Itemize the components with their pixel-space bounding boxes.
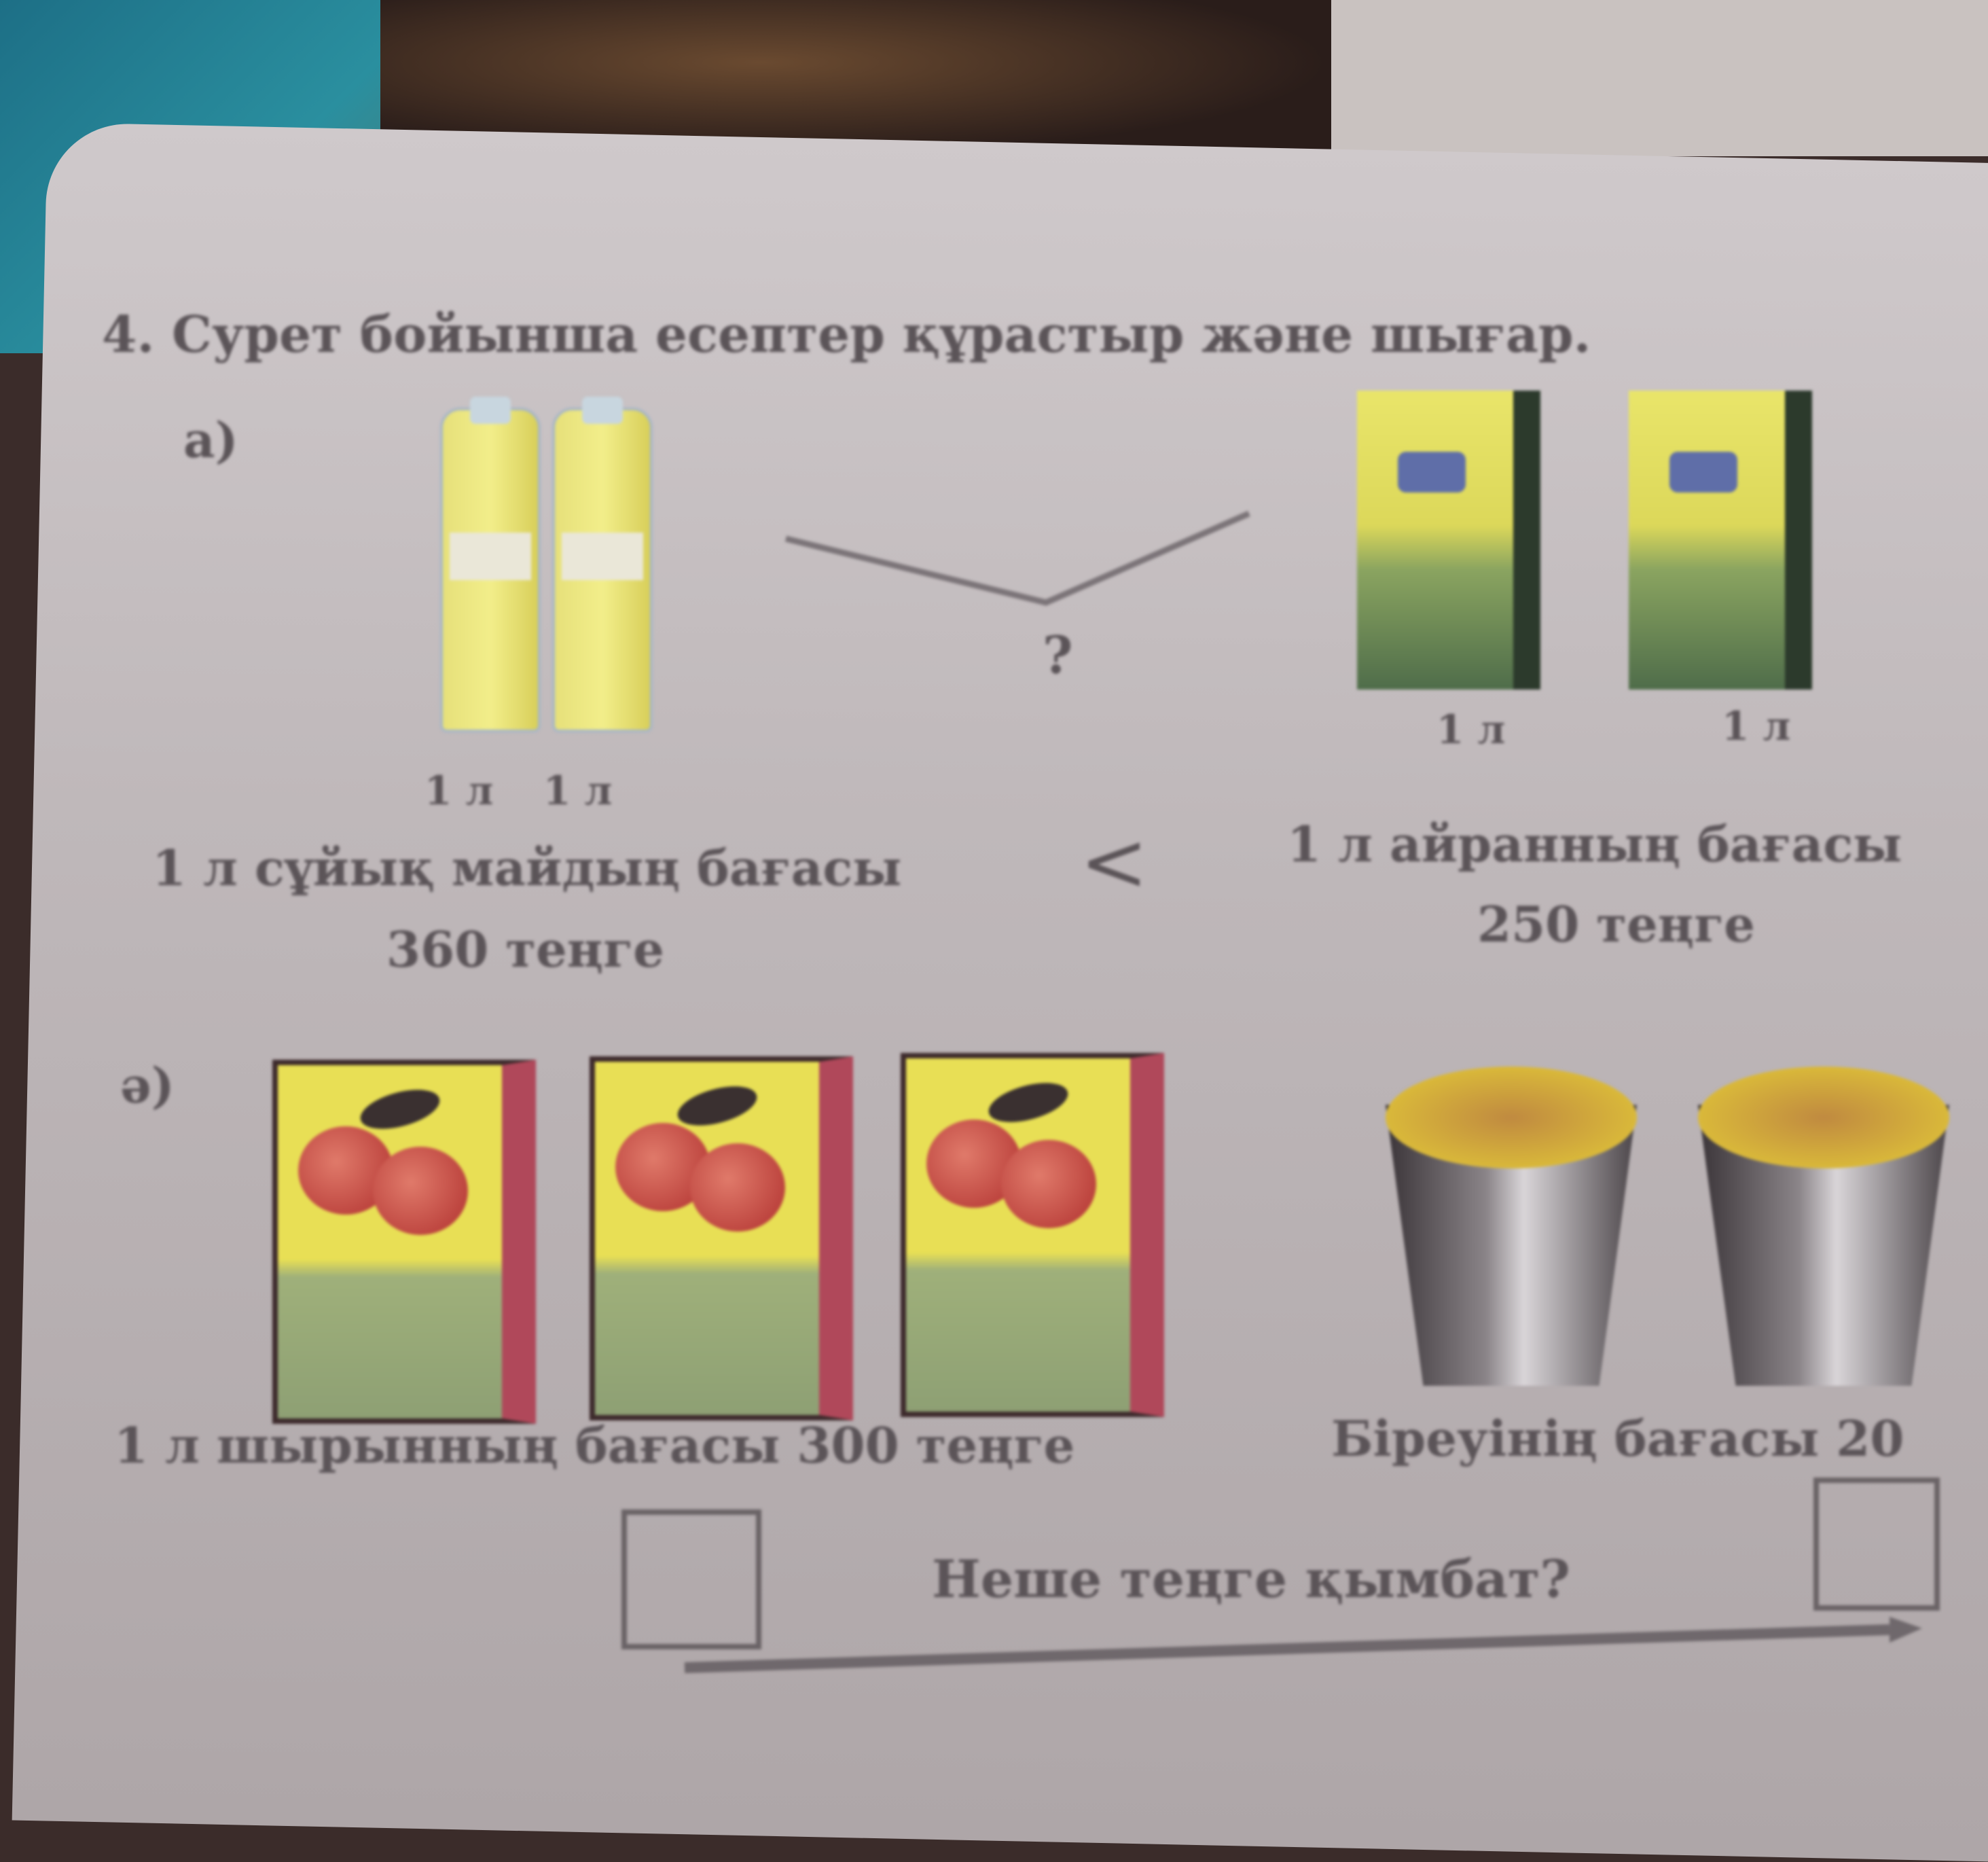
ayran-carton xyxy=(1629,391,1812,690)
oil-volume-label: 1 л xyxy=(424,768,494,814)
ayran-carton xyxy=(1357,391,1540,690)
juice-box xyxy=(901,1053,1164,1417)
task-number: 4. xyxy=(102,306,155,364)
arrow-head xyxy=(1890,1617,1922,1643)
question-mark: ? xyxy=(1043,625,1073,685)
oil-price-text: 1 л сұйық майдың бағасы xyxy=(152,839,902,897)
answer-box-right xyxy=(1813,1478,1940,1611)
ayran-price: 250 теңге xyxy=(1477,895,1755,953)
cup-lid xyxy=(1698,1067,1949,1168)
oil-price: 360 теңге xyxy=(386,920,664,978)
background-surface xyxy=(1331,0,1988,156)
juice-price-text: 1 л шырынның бағасы 300 теңге xyxy=(114,1416,1075,1474)
task-header: 4. Сурет бойынша есептер құрастыр және ш… xyxy=(102,306,1591,364)
diagram-lines xyxy=(684,510,1922,1673)
comparison-question: Неше теңге қымбат? xyxy=(932,1549,1570,1609)
part-a-label: а) xyxy=(183,411,238,469)
answer-box-left xyxy=(621,1509,761,1649)
background-fabric-brown xyxy=(380,0,1331,156)
juice-box xyxy=(590,1056,853,1420)
comparison-sign: < xyxy=(1080,815,1149,910)
cup-lid xyxy=(1386,1067,1637,1168)
oil-volume-label: 1 л xyxy=(543,768,613,814)
ayran-price-text: 1 л айранның бағасы xyxy=(1287,815,1902,873)
ayran-volume-label: 1 л xyxy=(1722,703,1791,749)
oil-bottle xyxy=(440,397,541,732)
cup-price-text: Біреуінің бағасы 20 xyxy=(1331,1410,1904,1467)
juice-box xyxy=(272,1060,536,1424)
ayran-volume-label: 1 л xyxy=(1436,706,1506,753)
oil-bottle xyxy=(552,397,653,732)
arrow-line xyxy=(684,1624,1890,1673)
part-b-label: ә) xyxy=(120,1056,175,1114)
task-instruction: Сурет бойынша есептер құрастыр және шыға… xyxy=(172,306,1591,364)
bracket-line xyxy=(784,510,1250,606)
